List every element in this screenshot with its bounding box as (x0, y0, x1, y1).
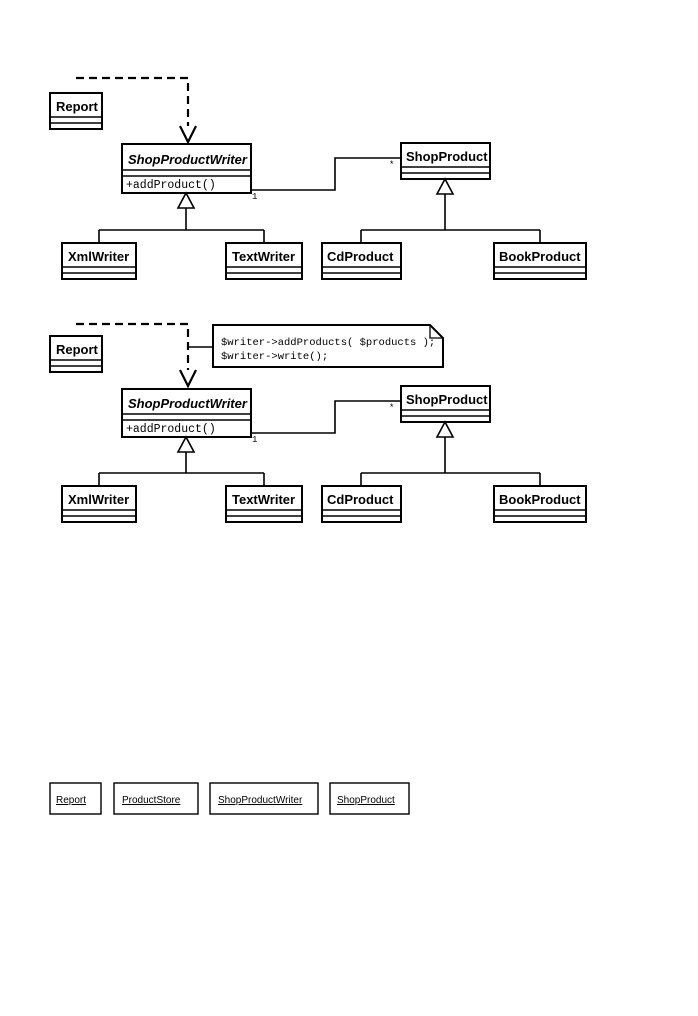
class-name-shopproduct-1: ShopProduct (406, 149, 488, 164)
class-name-report-2: Report (56, 342, 99, 357)
object-box-report[interactable]: Report (49, 782, 102, 815)
diagram-1: Report ShopProductWriter +addProduct() 1… (49, 76, 587, 280)
class-box-bookproduct-1[interactable]: BookProduct (493, 242, 587, 280)
class-name-bookproduct-2: BookProduct (499, 492, 581, 507)
note-line-1: $writer->addProducts( $products ); (221, 337, 435, 349)
object-label-shopproduct: ShopProduct (337, 795, 395, 806)
multiplicity-source-2: 1 (252, 435, 257, 445)
class-box-xmlwriter-2[interactable]: XmlWriter (61, 485, 137, 523)
object-label-report: Report (56, 795, 86, 806)
class-name-xmlwriter-2: XmlWriter (68, 492, 129, 507)
class-box-shopproductwriter-2[interactable]: ShopProductWriter +addProduct() (121, 388, 252, 438)
class-box-shopproduct-2[interactable]: ShopProduct (400, 385, 491, 423)
class-name-report-1: Report (56, 99, 99, 114)
note-line-2: $writer->write(); (221, 351, 328, 363)
object-label-shopproductwriter: ShopProductWriter (218, 795, 303, 806)
diagram-2: Report $writer->addProducts( $products )… (49, 322, 587, 523)
class-box-textwriter-2[interactable]: TextWriter (225, 485, 303, 523)
multiplicity-target-2: * (389, 403, 394, 413)
class-box-textwriter-1[interactable]: TextWriter (225, 242, 303, 280)
dependency-report-to-shopproductwriter-2 (76, 322, 197, 389)
class-box-report-1[interactable]: Report (49, 92, 103, 130)
dependency-report-to-shopproductwriter-1 (76, 76, 197, 145)
association-writer-to-product-2: 1 * (251, 400, 401, 445)
object-box-shopproduct[interactable]: ShopProduct (329, 782, 410, 815)
class-box-report-2[interactable]: Report (49, 335, 103, 373)
multiplicity-source-1: 1 (252, 192, 257, 202)
class-name-textwriter-2: TextWriter (232, 492, 295, 507)
generalization-products-1 (360, 177, 541, 243)
class-box-xmlwriter-1[interactable]: XmlWriter (61, 242, 137, 280)
class-box-shopproductwriter-1[interactable]: ShopProductWriter +addProduct() (121, 143, 252, 194)
note-box-2[interactable]: $writer->addProducts( $products ); $writ… (212, 324, 444, 368)
generalization-writers-1 (98, 191, 265, 243)
object-box-shopproductwriter[interactable]: ShopProductWriter (209, 782, 319, 815)
class-box-cdproduct-1[interactable]: CdProduct (321, 242, 402, 280)
object-instances-row: Report ProductStore ShopProductWriter Sh… (49, 782, 410, 815)
generalization-products-2 (360, 420, 541, 486)
class-name-textwriter-1: TextWriter (232, 249, 295, 264)
generalization-writers-2 (98, 435, 265, 486)
class-box-cdproduct-2[interactable]: CdProduct (321, 485, 402, 523)
class-box-shopproduct-1[interactable]: ShopProduct (400, 142, 491, 180)
class-name-cdproduct-1: CdProduct (327, 249, 394, 264)
operation-addproduct-1: +addProduct() (126, 179, 216, 192)
association-writer-to-product-1: 1 * (251, 157, 401, 202)
object-box-productstore[interactable]: ProductStore (113, 782, 199, 815)
class-name-cdproduct-2: CdProduct (327, 492, 394, 507)
class-box-bookproduct-2[interactable]: BookProduct (493, 485, 587, 523)
class-name-shopproductwriter-2: ShopProductWriter (128, 396, 248, 411)
class-name-shopproduct-2: ShopProduct (406, 392, 488, 407)
object-label-productstore: ProductStore (122, 795, 181, 806)
class-name-shopproductwriter-1: ShopProductWriter (128, 152, 248, 167)
operation-addproduct-2: +addProduct() (126, 423, 216, 436)
multiplicity-target-1: * (389, 160, 394, 170)
class-name-bookproduct-1: BookProduct (499, 249, 581, 264)
class-name-xmlwriter-1: XmlWriter (68, 249, 129, 264)
